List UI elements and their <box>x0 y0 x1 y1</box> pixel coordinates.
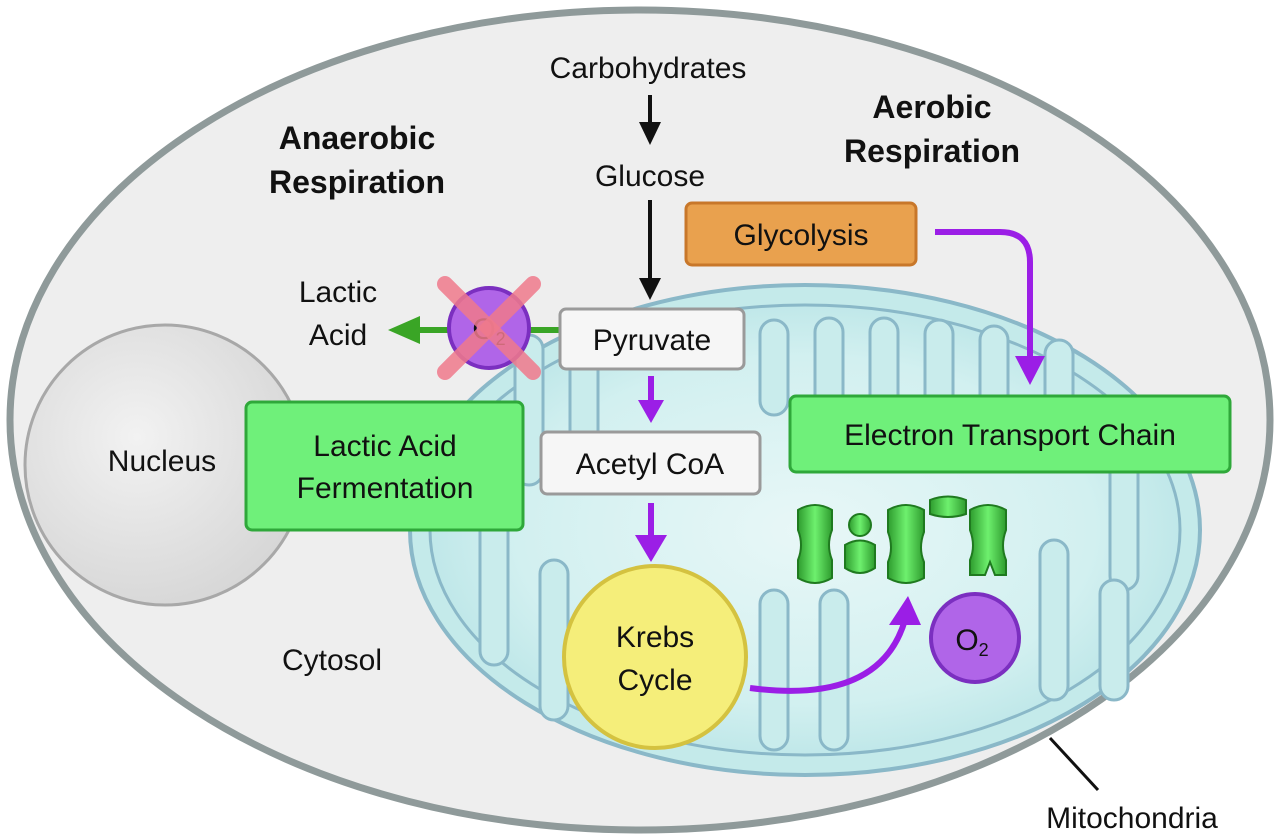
lactic-acid-label-line2: Acid <box>309 319 367 352</box>
svg-text:O2: O2 <box>955 624 988 660</box>
oxygen-symbol: O <box>955 624 978 657</box>
cytosol-label: Cytosol <box>282 644 382 677</box>
glycolysis-box: Glycolysis <box>684 201 918 267</box>
aerobic-heading-line1: Aerobic <box>872 89 991 125</box>
krebs-label-line2: Cycle <box>617 664 692 697</box>
fermentation-label-line1: Lactic Acid <box>313 430 456 463</box>
mitochondria-label: Mitochondria <box>1046 802 1218 835</box>
electron-transport-chain-box: Electron Transport Chain <box>788 394 1232 474</box>
anaerobic-heading-line2: Respiration <box>269 164 445 200</box>
acetyl-coa-box: Acetyl CoA <box>539 430 762 496</box>
glycolysis-label: Glycolysis <box>733 219 868 252</box>
pyruvate-label: Pyruvate <box>593 324 711 357</box>
anaerobic-heading-line1: Anaerobic <box>279 120 435 156</box>
fermentation-label-line2: Fermentation <box>297 472 474 505</box>
lactic-acid-fermentation-box: Lactic Acid Fermentation <box>244 400 525 532</box>
membrane-protein-complexes <box>797 495 1007 584</box>
nucleus-label: Nucleus <box>108 445 216 478</box>
aerobic-heading-line2: Respiration <box>844 133 1020 169</box>
pyruvate-box: Pyruvate <box>558 307 746 371</box>
oxygen-molecule: O2 <box>929 592 1021 684</box>
oxygen-crossed-out: O2 <box>437 276 541 380</box>
acetyl-coa-label: Acetyl CoA <box>576 448 724 481</box>
krebs-label-line1: Krebs <box>616 621 694 654</box>
mitochondria-pointer-line <box>1048 736 1100 792</box>
lactic-acid-label-line1: Lactic <box>299 276 377 309</box>
carbohydrates-label: Carbohydrates <box>550 52 747 85</box>
etc-label: Electron Transport Chain <box>844 419 1176 452</box>
purple-arrows <box>648 229 1033 694</box>
krebs-cycle: Krebs Cycle <box>562 564 748 750</box>
black-arrows <box>639 95 661 300</box>
glucose-label: Glucose <box>595 160 705 193</box>
oxygen-subscript: 2 <box>979 640 989 660</box>
